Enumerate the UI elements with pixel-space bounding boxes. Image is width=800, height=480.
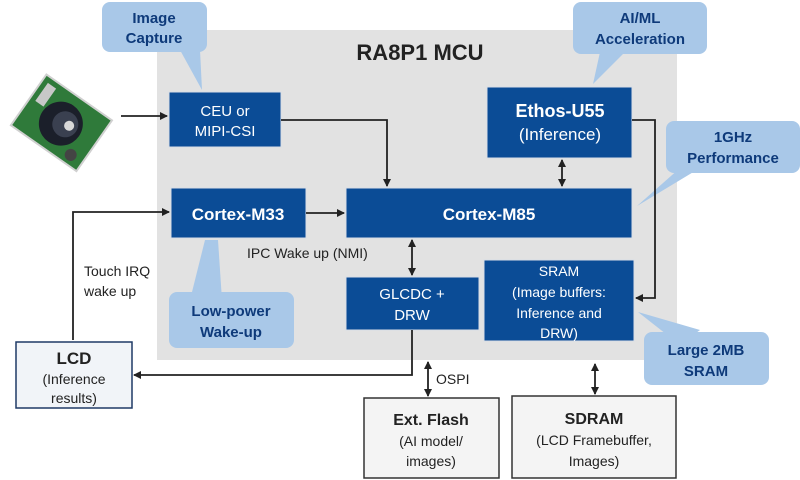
ethos-u55-block: Ethos-U55 (Inference) — [486, 86, 633, 159]
callout-image-capture: Image Capture — [102, 2, 207, 90]
svg-text:SRAM: SRAM — [684, 363, 728, 380]
ethos-to-sram-arrow — [632, 119, 656, 302]
svg-text:Cortex-M33: Cortex-M33 — [192, 205, 285, 224]
svg-text:SRAM: SRAM — [539, 263, 579, 279]
svg-text:Wake-up: Wake-up — [200, 324, 262, 341]
touch-wakeup-label: wake up — [83, 283, 136, 299]
camera-module-icon — [9, 73, 114, 173]
svg-text:CEU or: CEU or — [200, 103, 249, 120]
svg-text:GLCDC +: GLCDC + — [379, 286, 445, 303]
svg-text:Low-power: Low-power — [191, 303, 270, 320]
svg-text:DRW): DRW) — [540, 325, 578, 341]
callout-aiml-acceleration: AI/ML Acceleration — [573, 2, 707, 84]
svg-text:LCD: LCD — [57, 349, 92, 368]
ceu-to-m85-arrow — [281, 119, 391, 187]
svg-text:Ethos-U55: Ethos-U55 — [515, 101, 604, 121]
svg-text:Capture: Capture — [126, 30, 183, 47]
glcdc-drw-block: GLCDC + DRW — [345, 276, 480, 331]
svg-text:1GHz: 1GHz — [714, 129, 752, 146]
svg-text:Image: Image — [132, 10, 175, 27]
ext-flash-box: Ext. Flash (AI model/ images) — [363, 397, 500, 479]
lcd-touch-irq-arrow — [72, 208, 170, 340]
svg-text:(LCD Framebuffer,: (LCD Framebuffer, — [536, 432, 652, 448]
svg-text:DRW: DRW — [394, 307, 430, 324]
sdram-box: SDRAM (LCD Framebuffer, Images) — [511, 395, 677, 479]
mcu-title: RA8P1 MCU — [356, 40, 483, 65]
svg-text:MIPI-CSI: MIPI-CSI — [195, 123, 256, 140]
svg-text:(AI model/: (AI model/ — [399, 433, 463, 449]
callout-large-2mb-sram: Large 2MB SRAM — [638, 312, 769, 385]
svg-text:(Inference: (Inference — [42, 371, 105, 387]
svg-text:SDRAM: SDRAM — [565, 411, 624, 428]
svg-text:results): results) — [51, 390, 97, 406]
svg-text:AI/ML: AI/ML — [620, 10, 661, 27]
ceu-mipi-csi-block: CEU or MIPI-CSI — [168, 91, 282, 148]
glcdc-to-lcd-arrow — [133, 330, 413, 379]
lcd-box: LCD (Inference results) — [15, 341, 133, 409]
cortex-m85-block: Cortex-M85 — [345, 187, 633, 239]
svg-text:Ext. Flash: Ext. Flash — [393, 412, 469, 429]
svg-text:Acceleration: Acceleration — [595, 31, 685, 48]
svg-text:Inference and: Inference and — [516, 305, 602, 321]
svg-text:Performance: Performance — [687, 150, 779, 167]
cortex-m33-block: Cortex-M33 — [170, 187, 307, 239]
svg-text:Cortex-M85: Cortex-M85 — [443, 205, 536, 224]
svg-text:images): images) — [406, 453, 456, 469]
svg-text:Images): Images) — [569, 453, 620, 469]
ospi-label: OSPI — [436, 371, 469, 387]
ipc-wakeup-label: IPC Wake up (NMI) — [247, 245, 368, 261]
svg-text:Large 2MB: Large 2MB — [668, 342, 745, 359]
svg-text:(Image buffers:: (Image buffers: — [512, 284, 606, 300]
touch-irq-label: Touch IRQ — [84, 263, 150, 279]
callout-low-power-wakeup: Low-power Wake-up — [169, 240, 294, 348]
callout-1ghz-performance: 1GHz Performance — [637, 121, 800, 206]
svg-text:(Inference): (Inference) — [519, 125, 601, 144]
sram-block: SRAM (Image buffers: Inference and DRW) — [483, 259, 635, 342]
